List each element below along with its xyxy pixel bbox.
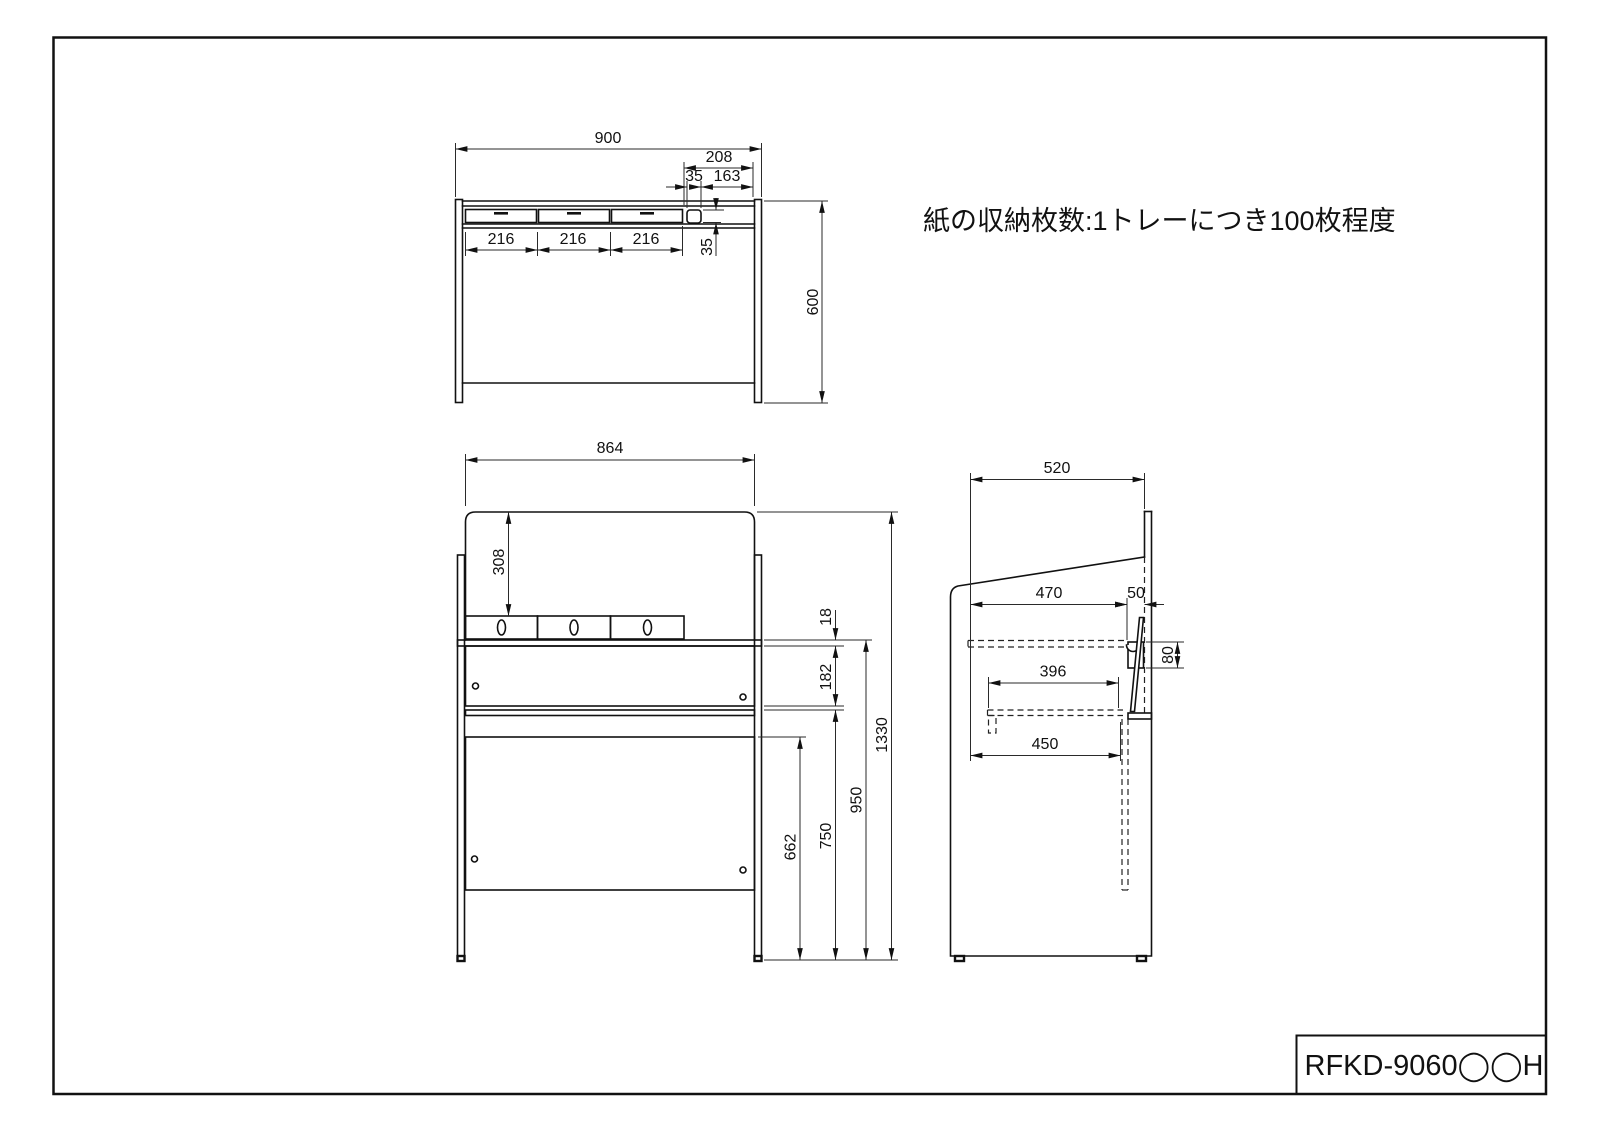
dim-662: 662 [783,737,803,960]
side-view-dimensions: 520 470 50 80 396 450 [970,460,1184,761]
capacity-note: 紙の収納枚数:1トレーにつき100枚程度 [923,206,1396,236]
side-panel-outline [949,510,1153,957]
front-shelf-edge [464,709,756,717]
side-shelf-hidden [986,709,1123,734]
top-view [454,198,763,404]
svg-text:18: 18 [818,608,835,626]
front-left-leg [456,554,466,957]
dim-396: 396 [988,664,1119,708]
svg-text:900: 900 [595,130,622,147]
svg-text:662: 662 [783,834,800,861]
front-right-foot [753,954,763,963]
dim-950: 950 [849,640,869,960]
dim-80: 80 [1146,641,1184,669]
side-front-foot [953,954,966,963]
dim-308: 308 [491,512,512,616]
title-block: RFKD-9060◯◯H [1295,1034,1546,1094]
dim-18: 18 [818,608,839,640]
dim-900: 900 [455,130,762,197]
modesty-screw-hole [739,866,747,874]
side-back-foot [1135,954,1148,963]
modesty-screw-hole [470,855,479,863]
svg-text:163: 163 [714,168,741,185]
dim-450: 450 [970,722,1121,761]
top-view-left-side-panel [454,198,464,404]
svg-text:396: 396 [1040,664,1067,681]
front-right-leg [753,554,763,957]
tray-handle-notch [494,212,508,215]
dim-1330: 1330 [874,512,895,960]
svg-text:470: 470 [1036,585,1063,602]
side-modesty-hidden [1121,719,1129,891]
dim-35-vertical: 35 [699,198,724,256]
svg-text:50: 50 [1127,585,1145,602]
dim-50: 50 [1107,585,1164,608]
front-left-foot [456,954,466,963]
front-back-panel [464,511,756,641]
svg-text:216: 216 [633,231,660,248]
tray-handle-notch [567,212,581,215]
front-apron-panel [464,645,756,707]
dim-35-163: 35 163 [666,168,753,208]
side-back-panel-edge [1143,510,1153,713]
dim-750: 750 [818,710,839,960]
dim-182: 182 [818,646,839,706]
apron-screw-hole [739,693,747,701]
svg-text:864: 864 [597,440,624,457]
front-modesty-panel [464,736,756,891]
tray-slot-hole [496,619,507,636]
front-extension-lines [757,511,898,961]
top-view-right-side-panel [753,198,763,404]
tray-slot-hole [569,619,579,636]
front-desktop [456,639,763,647]
svg-text:216: 216 [488,231,515,248]
side-view [949,510,1153,963]
svg-text:208: 208 [706,149,733,166]
side-bottom-rail [1127,712,1153,720]
svg-text:750: 750 [818,823,835,850]
front-view [456,511,763,963]
svg-text:1330: 1330 [874,717,891,753]
side-tray-support-strut [1129,616,1145,713]
dim-208: 208 [683,149,754,205]
dim-470: 470 [970,585,1128,640]
svg-text:216: 216 [560,231,587,248]
apron-screw-hole [471,682,480,690]
side-desktop-hidden [967,639,1128,648]
model-number: RFKD-9060◯◯H [1305,1050,1544,1083]
drawing-frame [52,36,1548,1096]
dim-864: 864 [465,440,755,506]
svg-text:35: 35 [685,168,703,185]
svg-text:450: 450 [1032,736,1059,753]
tray-slot-hole [642,619,653,636]
svg-text:35: 35 [699,238,716,256]
top-view-dimensions: 900 208 35 163 35 [455,130,828,404]
front-view-dimensions: 864 308 18 182 750 662 [465,440,898,961]
svg-text:182: 182 [818,664,835,691]
top-view-back-rail [461,200,756,229]
svg-text:308: 308 [491,549,508,576]
dim-216-chain: 216 216 216 [465,226,683,256]
svg-text:950: 950 [849,787,866,814]
dim-520: 520 [970,460,1145,761]
svg-text:600: 600 [805,289,822,316]
dim-600: 600 [764,200,828,404]
svg-text:520: 520 [1044,460,1071,477]
title-block-border [1295,1034,1546,1094]
side-shelf-leg [987,714,997,734]
top-view-pen-slot [686,209,702,224]
svg-text:80: 80 [1160,646,1177,664]
top-view-trays [464,208,684,224]
tray-handle-notch [640,212,654,215]
front-trays [464,615,685,640]
